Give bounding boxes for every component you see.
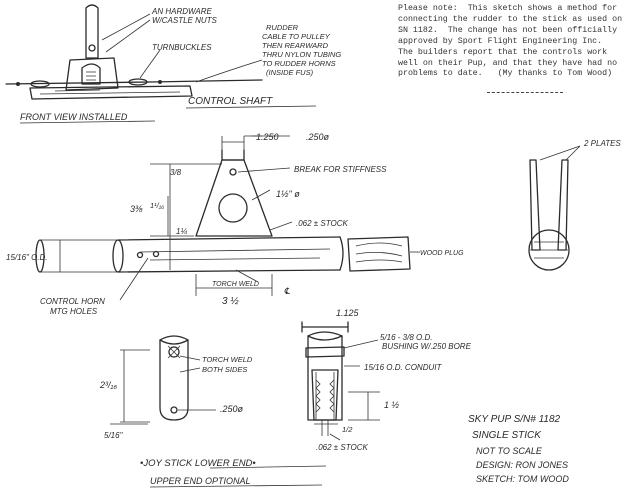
dim-1-1-4: 1¼ <box>176 227 187 236</box>
dim-1250: 1.250 <box>256 132 279 142</box>
torch-weld-shaft: TORCH WELD <box>212 281 259 288</box>
conduit-label: 15/16 O.D. CONDUIT <box>364 363 442 372</box>
bushing-label: 5/16 - 3/8 O.D. <box>380 333 432 342</box>
dim-1-2: 1/2 <box>342 425 353 434</box>
control-shaft-drawing <box>35 135 420 301</box>
front-view-title: FRONT VIEW INSTALLED <box>20 112 128 122</box>
wood-plug-label: WOOD PLUG <box>420 250 464 257</box>
dim-250-stick: .250ø <box>220 404 244 414</box>
title-line-4: DESIGN: RON JONES <box>476 460 568 470</box>
front-view-drawing <box>5 4 263 100</box>
mtg-holes-label: MTG HOLES <box>50 307 98 316</box>
joystick-title: •JOY STICK LOWER END• <box>140 458 256 469</box>
dim-250-dia: .250ø <box>306 132 330 142</box>
label-castle-nuts: W/CASTLE NUTS <box>152 16 218 25</box>
title-line-3: NOT TO SCALE <box>476 446 543 456</box>
joystick-right-view <box>301 321 380 441</box>
plates-label: 2 PLATES <box>583 139 621 148</box>
label-then-rearward: THEN REARWARD <box>262 41 329 50</box>
note-divider <box>487 92 563 93</box>
joystick-subtitle: UPPER END OPTIONAL <box>150 476 251 486</box>
both-sides-label: BOTH SIDES <box>202 365 247 374</box>
title-line-2: SINGLE STICK <box>472 430 542 441</box>
dim-2-3-16: 2³/₁₆ <box>99 380 117 390</box>
dim-1-1-16: 1¹/₁₆ <box>150 201 164 210</box>
label-inside-fus: (INSIDE FUS) <box>266 68 314 77</box>
title-line-1: SKY PUP S/N# 1182 <box>468 414 561 425</box>
label-thru-nylon: THRU NYLON TUBING <box>262 50 341 59</box>
plates-drawing <box>528 145 581 271</box>
dim-3-1-2: 3 ½ <box>222 296 239 307</box>
dim-15-16: 15/16" O.D. <box>6 253 48 262</box>
stock-062-stick: .062 ± STOCK <box>316 443 368 452</box>
dim-1-1-2: 1 ½ <box>384 400 400 410</box>
dim-5-16: 5/16" <box>104 431 124 440</box>
dim-3-3-8: 3⅜ <box>130 204 143 214</box>
stock-062: .062 ± STOCK <box>296 219 348 228</box>
dim-1-half-dia: 1½" ø <box>276 189 300 199</box>
title-line-5: SKETCH: TOM WOOD <box>476 474 569 484</box>
label-an-hardware: AN HARDWARE <box>151 7 213 16</box>
note-text: Please note: This sketch shows a method … <box>398 4 623 79</box>
bushing-bore-label: BUSHING W/.250 BORE <box>382 342 472 351</box>
label-rudder: RUDDER <box>266 23 299 32</box>
dim-1125: 1.125 <box>336 308 360 318</box>
joystick-left-view <box>110 335 216 425</box>
label-to-rudder-horns: TO RUDDER HORNS <box>262 59 336 68</box>
centerline-mark: ℄ <box>284 286 290 296</box>
control-shaft-title: CONTROL SHAFT <box>188 96 273 107</box>
label-cable-to-pulley: CABLE TO PULLEY <box>262 32 331 41</box>
torch-weld-label: TORCH WELD <box>202 355 253 364</box>
dim-3-8: 3/8 <box>170 168 182 177</box>
label-turnbuckles: TURNBUCKLES <box>152 43 212 52</box>
break-label: BREAK FOR STIFFNESS <box>294 165 387 174</box>
control-horn-label: CONTROL HORN <box>40 297 105 306</box>
